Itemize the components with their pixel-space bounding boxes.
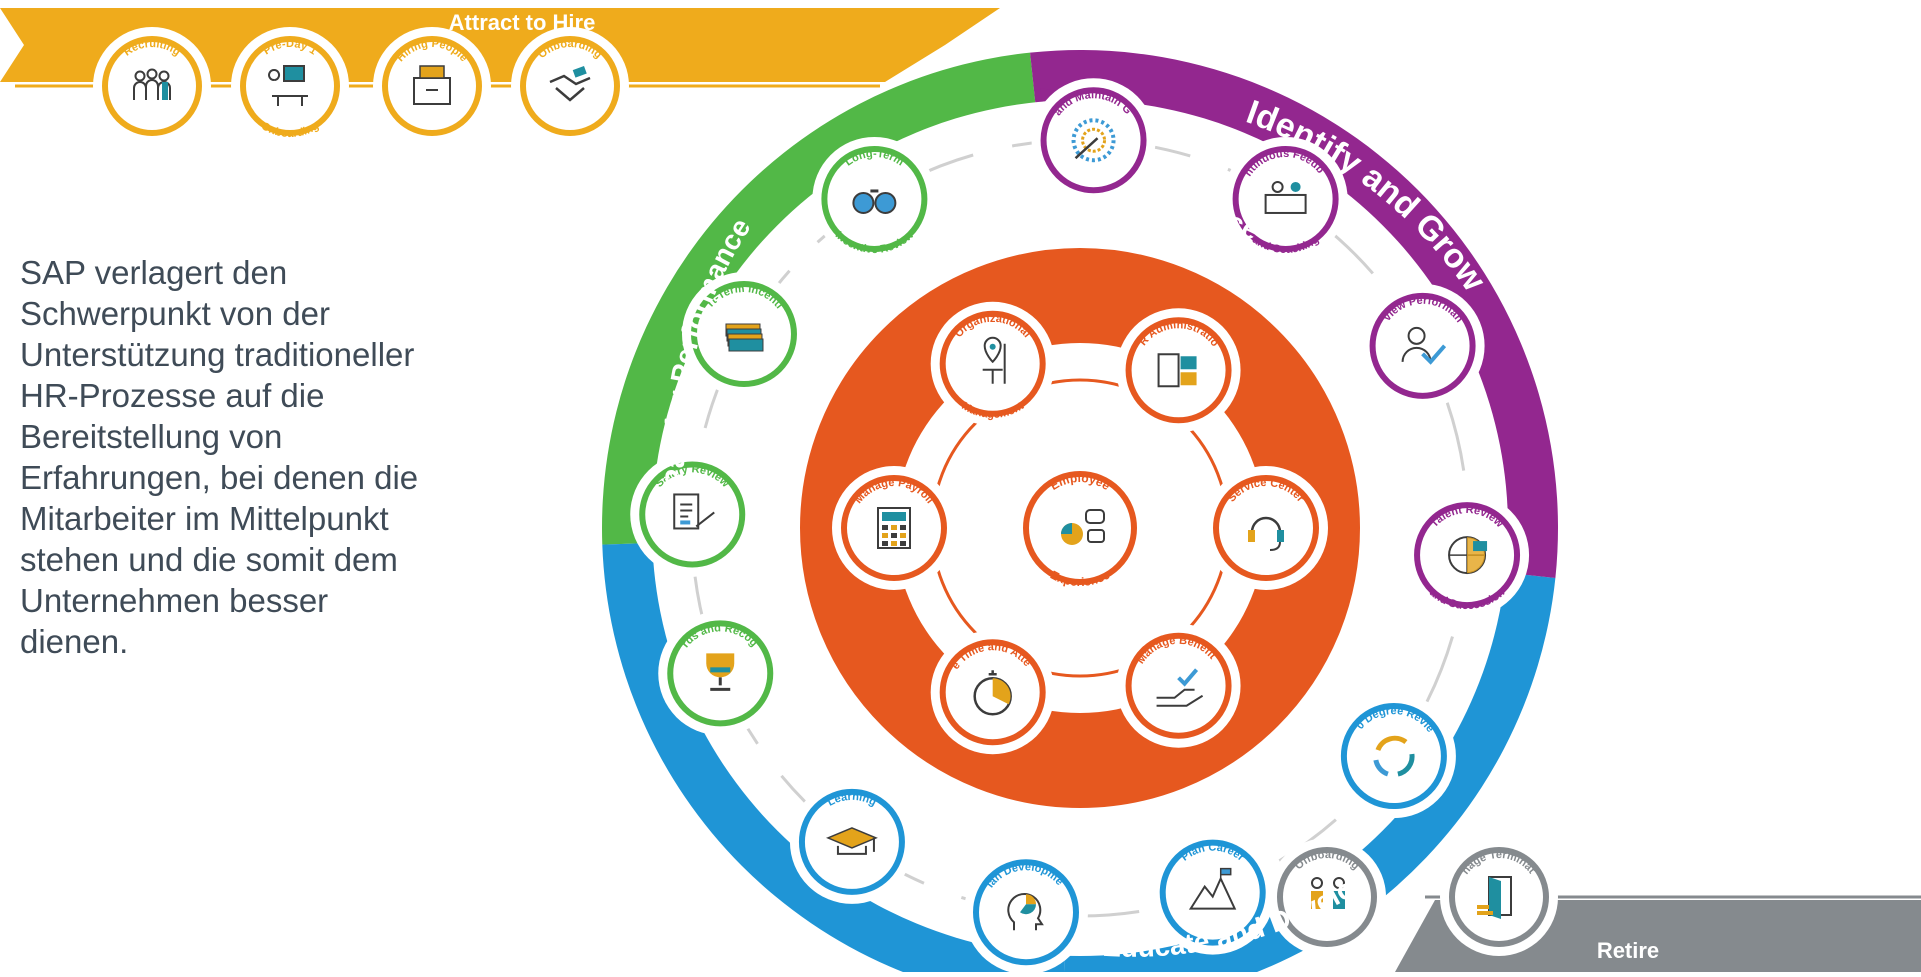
attract-step[interactable]: Onboarding bbox=[511, 27, 629, 145]
attract-step-circle bbox=[240, 36, 340, 136]
intro-line: Unternehmen besser bbox=[20, 582, 329, 619]
org-pin-icon bbox=[982, 336, 1006, 384]
globe-people-icon bbox=[1448, 536, 1488, 575]
meeting-icon bbox=[1264, 180, 1307, 214]
retire-banner-title: Retire bbox=[1597, 938, 1659, 963]
manage-step[interactable]: Manage Payroll bbox=[832, 466, 956, 590]
educate-step-circle bbox=[1159, 839, 1266, 946]
person-check-icon bbox=[1401, 326, 1447, 365]
retire-step-circle bbox=[1277, 847, 1377, 947]
head-chart-icon bbox=[1007, 892, 1044, 931]
file-drawer-icon bbox=[413, 65, 451, 105]
handshake-icon bbox=[549, 66, 591, 102]
educate-step-circle bbox=[1340, 703, 1447, 810]
manage-step[interactable]: Manage Benefits bbox=[1116, 623, 1241, 748]
binoculars-icon bbox=[852, 189, 897, 214]
mountain-flag-icon bbox=[1188, 867, 1237, 910]
identify-step-circle bbox=[1232, 145, 1339, 252]
intro-line: SAP verlagert den bbox=[20, 254, 288, 291]
pay-step[interactable]: Rewards and Recognition bbox=[658, 611, 783, 736]
center-step-sublabel: Experience bbox=[1048, 568, 1112, 589]
attract-step-label: Pre-Day 1 bbox=[261, 38, 318, 57]
intro-line: Unterstützung traditioneller bbox=[20, 336, 415, 373]
manage-step[interactable]: Service Center bbox=[1204, 466, 1328, 590]
intro-line: HR-Prozesse auf die bbox=[20, 377, 325, 414]
identify-step[interactable]: Set and Maintain Goals bbox=[1031, 78, 1156, 203]
identify-step-circle bbox=[1369, 292, 1476, 399]
intro-line: Erfahrungen, bei denen die bbox=[20, 459, 419, 496]
identify-step[interactable]: Review Performance bbox=[1360, 283, 1485, 408]
target-icon bbox=[1071, 118, 1116, 163]
id-card-icon bbox=[1157, 353, 1197, 388]
pay-step[interactable]: Salary Review bbox=[630, 452, 755, 577]
calculator-icon bbox=[877, 507, 911, 549]
retire-step[interactable]: Offboarding bbox=[1268, 838, 1386, 956]
trophy-icon bbox=[706, 653, 735, 691]
retire-step[interactable]: Manage Termination bbox=[1440, 838, 1558, 956]
attract-step-circle bbox=[520, 36, 620, 136]
people-handover-icon bbox=[1311, 877, 1345, 909]
graduation-cap-icon bbox=[825, 827, 878, 855]
pay-step-circle bbox=[821, 145, 928, 252]
attract-step[interactable]: Hiring People bbox=[373, 27, 491, 145]
intro-line: dienen. bbox=[20, 623, 129, 660]
money-stack-icon bbox=[725, 323, 764, 352]
stopwatch-icon bbox=[973, 670, 1012, 716]
intro-text: SAP verlagert den Schwerpunkt von der Un… bbox=[20, 252, 560, 662]
educate-step[interactable]: 360 Degree Review bbox=[1331, 694, 1456, 819]
manage-step-circle bbox=[1213, 475, 1319, 581]
identify-step[interactable]: Continuous Feedbackand Coaching bbox=[1223, 136, 1348, 261]
attract-step-circle bbox=[382, 36, 482, 136]
intro-line: Schwerpunkt von der bbox=[20, 295, 331, 332]
manage-step[interactable]: HR Administration bbox=[1116, 308, 1241, 433]
pay-step[interactable]: Short-Term Incentives bbox=[681, 272, 806, 396]
manage-step-circle bbox=[939, 310, 1046, 417]
headset-icon bbox=[1248, 516, 1284, 551]
manage-step-circle bbox=[1125, 632, 1232, 739]
manage-step[interactable]: Manage Time and Attendance bbox=[930, 630, 1055, 755]
intro-line: Mitarbeiter im Mittelpunkt bbox=[20, 500, 389, 537]
employee-chat-icon bbox=[1061, 509, 1105, 545]
intro-line: Bereitstellung von bbox=[20, 418, 283, 455]
educate-step[interactable]: Plan Development bbox=[964, 850, 1089, 975]
educate-step[interactable]: Plan Career bbox=[1150, 830, 1275, 955]
attract-banner-title: Attract to Hire bbox=[449, 10, 596, 35]
exit-door-icon bbox=[1477, 876, 1512, 919]
cycle-arrows-icon bbox=[1373, 735, 1415, 777]
center-step-label: Employee bbox=[1048, 471, 1113, 493]
hand-check-icon bbox=[1156, 668, 1204, 707]
educate-step[interactable]: Learning bbox=[789, 779, 914, 904]
intro-line: stehen und die somit dem bbox=[20, 541, 398, 578]
people-group-icon bbox=[133, 68, 171, 100]
attract-step[interactable]: Recruiting bbox=[93, 27, 211, 145]
contract-sign-icon bbox=[673, 493, 715, 530]
attract-step-circle bbox=[102, 36, 202, 136]
pay-step-circle bbox=[639, 461, 746, 568]
computer-desk-icon bbox=[268, 65, 308, 106]
